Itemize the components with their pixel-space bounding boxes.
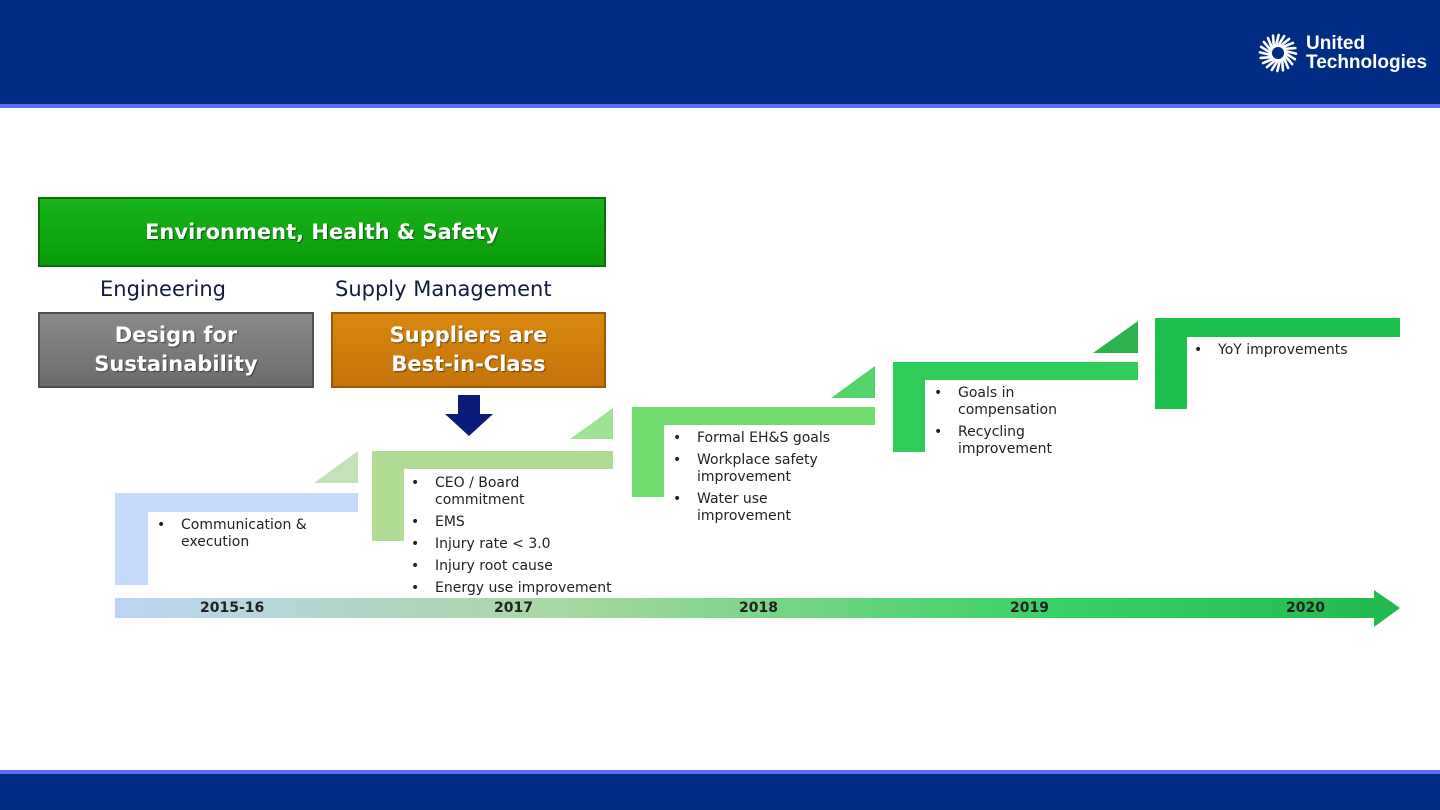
step-2017-arrowhead	[570, 408, 613, 439]
step-2015-16-arrowhead	[314, 451, 358, 483]
year-label-2020: 2020	[1286, 600, 1325, 616]
list-2015-16: Communication & execution	[155, 517, 335, 556]
list-item: Injury root cause	[409, 558, 639, 575]
year-label-2017: 2017	[494, 600, 533, 616]
step-2018-arrowhead	[831, 366, 875, 398]
step-2020	[1155, 318, 1400, 409]
header-rule	[0, 104, 1440, 108]
list-item: YoY improvements	[1192, 342, 1392, 359]
suppliers-best-in-class-box: Suppliers are Best-in-Class	[331, 312, 606, 388]
logo-wordmark: United Technologies	[1306, 34, 1427, 72]
list-2020: YoY improvements	[1192, 342, 1392, 364]
footer-rule	[0, 770, 1440, 774]
footer-bar	[0, 774, 1440, 810]
list-item: Energy use improvement	[409, 580, 639, 597]
down-arrow-icon	[445, 395, 493, 436]
engineering-label: Engineering	[100, 277, 226, 301]
design-box-line-1: Design for	[114, 323, 238, 347]
logo-line-1: United	[1306, 33, 1366, 54]
step-2017	[372, 451, 613, 541]
supply-management-label: Supply Management	[335, 277, 552, 301]
list-item: Recycling improvement	[932, 424, 1088, 458]
step-2015-16	[115, 493, 358, 585]
step-2019-arrowhead	[1093, 321, 1138, 353]
list-item: Goals in compensation	[932, 385, 1088, 419]
list-item: Communication & execution	[155, 517, 335, 551]
list-2019: Goals in compensation Recycling improvem…	[932, 385, 1102, 463]
timeline-arrow	[115, 590, 1400, 627]
list-2018: Formal EH&S goals Workplace safety impro…	[671, 430, 856, 530]
ehs-title-box: Environment, Health & Safety	[38, 197, 606, 267]
suppliers-box-line-1: Suppliers are	[389, 323, 548, 347]
list-item: Water use improvement	[671, 491, 797, 525]
list-2017: CEO / Board commitment EMS Injury rate <…	[409, 475, 639, 602]
list-item: CEO / Board commitment	[409, 475, 555, 509]
design-for-sustainability-box: Design for Sustainability	[38, 312, 314, 388]
company-logo: United Technologies	[1258, 33, 1427, 73]
suppliers-box-line-2: Best-in-Class	[391, 352, 546, 376]
year-label-2019: 2019	[1010, 600, 1049, 616]
logo-line-2: Technologies	[1306, 52, 1428, 73]
design-box-line-2: Sustainability	[94, 352, 258, 376]
header-bar	[0, 0, 1440, 104]
year-label-2018: 2018	[739, 600, 778, 616]
list-item: Injury rate < 3.0	[409, 536, 639, 553]
list-item: Workplace safety improvement	[671, 452, 847, 486]
list-item: Formal EH&S goals	[671, 430, 856, 447]
step-2018	[632, 407, 875, 497]
step-2019	[893, 362, 1138, 452]
logo-burst-icon	[1258, 33, 1298, 73]
list-item: EMS	[409, 514, 639, 531]
year-label-2015-16: 2015-16	[200, 600, 265, 616]
